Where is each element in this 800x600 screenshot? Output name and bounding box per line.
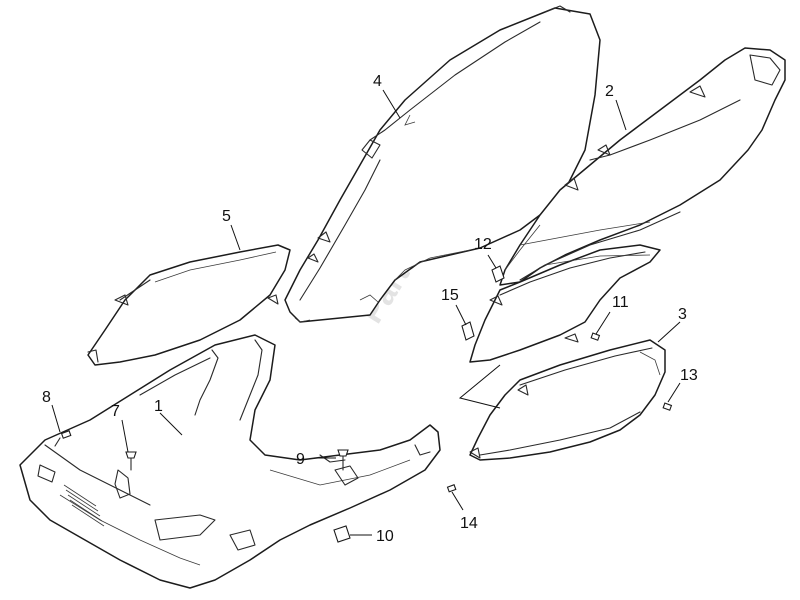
- callout-7: 7: [111, 403, 120, 420]
- part-2-side-cover: [499, 47, 786, 286]
- callout-3: 3: [678, 306, 687, 323]
- part-4-side-panel: [284, 5, 601, 323]
- callout-11: 11: [612, 294, 629, 311]
- group-bracket: [458, 364, 501, 409]
- callout-5: 5: [222, 208, 231, 225]
- callout-1: 1: [154, 398, 163, 415]
- callout-10: 10: [376, 528, 394, 545]
- callout-14: 14: [460, 515, 478, 532]
- callout-13: 13: [680, 367, 698, 384]
- callout-2: 2: [605, 83, 614, 100]
- part-12-clip: [491, 265, 505, 283]
- part-3-lower-cover: [469, 339, 666, 461]
- callout-12: 12: [474, 236, 492, 253]
- callout-9: 9: [296, 451, 305, 468]
- grille-vents: [63, 484, 105, 527]
- part-7-screw: [125, 451, 137, 471]
- part-inner-panel: [469, 244, 661, 363]
- part-8-screw: [54, 430, 72, 447]
- callout-8: 8: [42, 389, 51, 406]
- part-11-screw: [590, 332, 601, 341]
- part-10-clip: [333, 525, 351, 543]
- callout-15: 15: [441, 287, 459, 304]
- part-15-clip: [461, 321, 475, 341]
- part-9-screw: [337, 449, 349, 471]
- part-13-screw: [662, 402, 673, 411]
- leader-lines: [51, 89, 681, 536]
- part-14-screw: [446, 484, 457, 493]
- part-5-front-panel: [87, 244, 291, 366]
- part-1-bottom-cover: [19, 334, 441, 589]
- callout-4: 4: [373, 73, 382, 90]
